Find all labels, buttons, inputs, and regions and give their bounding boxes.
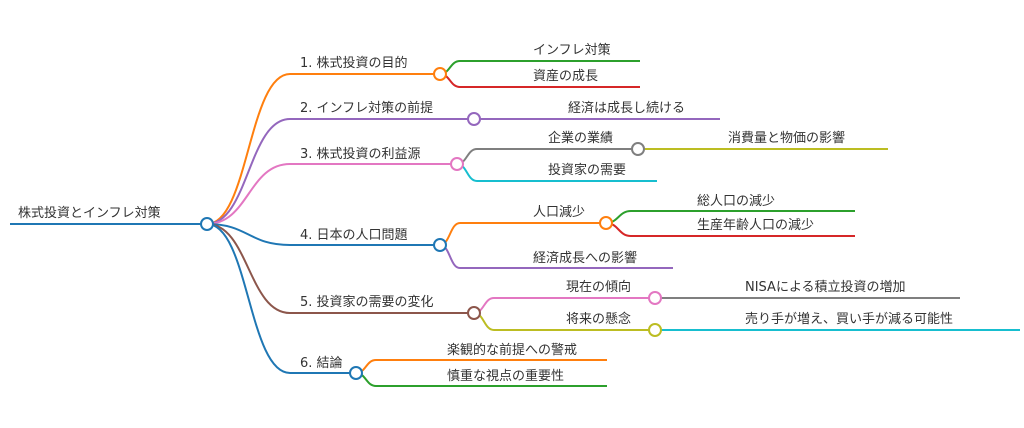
b3-child-2-label: 投資家の需要: [548, 162, 626, 178]
branch-3-connector: [206, 163, 291, 225]
root-label: 株式投資とインフレ対策: [18, 205, 161, 221]
branch-6-connector: [206, 223, 291, 374]
b5-child-2-label: 将来の懸念: [566, 311, 631, 327]
b5-grandchild-1-label: NISAによる積立投資の増加: [745, 279, 906, 295]
b4-grandchild-1-label: 総人口の減少: [697, 193, 775, 209]
b6-child-2-label: 慎重な視点の重要性: [447, 368, 564, 384]
b3-grandchild-1-label: 消費量と物価の影響: [728, 130, 845, 146]
b1-child-1-label: インフレ対策: [533, 42, 611, 58]
branch-2-node[interactable]: [467, 112, 481, 126]
b3-child-1-node[interactable]: [631, 142, 645, 156]
b5-child-1-node[interactable]: [648, 291, 662, 305]
branch-4-label: 4. 日本の人口問題: [300, 228, 408, 243]
b4-child-1-label: 人口減少: [533, 204, 585, 220]
branch-4-connector: [206, 223, 291, 246]
branch-1-node[interactable]: [433, 67, 447, 81]
branch-2-label: 2. インフレ対策の前提: [300, 100, 433, 116]
branch-3-label: 3. 株式投資の利益源: [300, 146, 421, 162]
branch-5-connector: [206, 223, 291, 314]
b4-grandchild-2-label: 生産年齢人口の減少: [697, 217, 814, 233]
b5-child-2-node[interactable]: [648, 323, 662, 337]
branch-5-node[interactable]: [467, 306, 481, 320]
branch-5-label: 5. 投資家の需要の変化: [300, 294, 434, 310]
branch-2-connector: [206, 118, 291, 225]
b4-child-1-node[interactable]: [599, 216, 613, 230]
branch-1-connector: [206, 73, 291, 225]
b5-child-1-label: 現在の傾向: [566, 279, 631, 295]
root-node[interactable]: [200, 217, 214, 231]
b5-grandchild-2-label: 売り手が増え、買い手が減る可能性: [745, 311, 953, 327]
branch-6-node[interactable]: [349, 366, 363, 380]
b1-child-2-label: 資産の成長: [533, 68, 598, 84]
b4-child-2-label: 経済成長への影響: [533, 250, 637, 266]
branch-4-node[interactable]: [433, 238, 447, 252]
b3-child-1-label: 企業の業績: [548, 130, 613, 146]
b2-child-1-label: 経済は成長し続ける: [568, 100, 685, 116]
branch-1-label: 1. 株式投資の目的: [300, 55, 408, 71]
branch-6-label: 6. 結論: [300, 355, 343, 371]
branch-3-node[interactable]: [450, 157, 464, 171]
b6-child-1-label: 楽観的な前提への警戒: [447, 342, 577, 358]
